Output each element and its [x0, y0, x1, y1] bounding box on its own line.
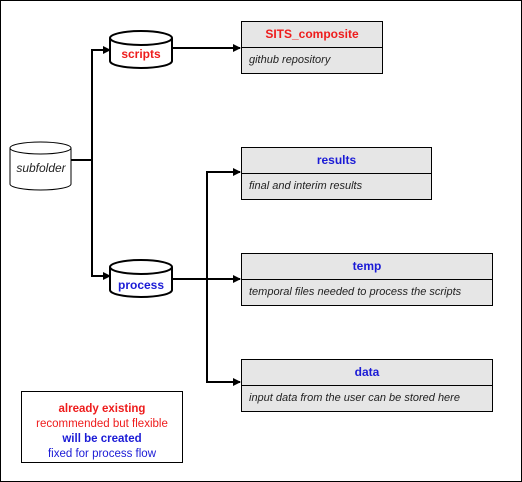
legend: already existing recommended but flexibl…: [21, 391, 183, 463]
results-title: results: [242, 148, 431, 174]
temp-title: temp: [242, 254, 492, 280]
legend-existing-note: recommended but flexible: [36, 418, 168, 430]
connector-process-to-data: [206, 279, 241, 386]
scripts-cylinder: [109, 30, 173, 69]
connector-root-to-scripts: [71, 46, 111, 161]
temp-box: temp temporal files needed to process th…: [241, 253, 493, 306]
results-description: final and interim results: [249, 180, 363, 192]
data-title: data: [242, 360, 492, 386]
legend-created: will be created: [62, 433, 142, 445]
legend-created-note: fixed for process flow: [47, 448, 156, 460]
data-box: data input data from the user can be sto…: [241, 359, 493, 412]
process-cylinder: [109, 259, 173, 298]
data-description: input data from the user can be stored h…: [249, 392, 460, 404]
connector-root-to-process: [91, 160, 111, 280]
results-box: results final and interim results: [241, 147, 432, 200]
sits-composite-title: SITS_composite: [242, 22, 382, 48]
sits-composite-box: SITS_composite github repository: [241, 21, 383, 74]
legend-existing: already existing: [58, 403, 146, 415]
temp-description: temporal files needed to process the scr…: [249, 286, 462, 298]
sits-composite-description: github repository: [249, 54, 331, 66]
subfolder-cylinder: [9, 141, 72, 191]
process-label: process: [117, 278, 165, 292]
connector-process-to-results: [206, 168, 241, 279]
scripts-label: scripts: [121, 47, 161, 61]
subfolder-label: subfolder: [16, 161, 66, 175]
